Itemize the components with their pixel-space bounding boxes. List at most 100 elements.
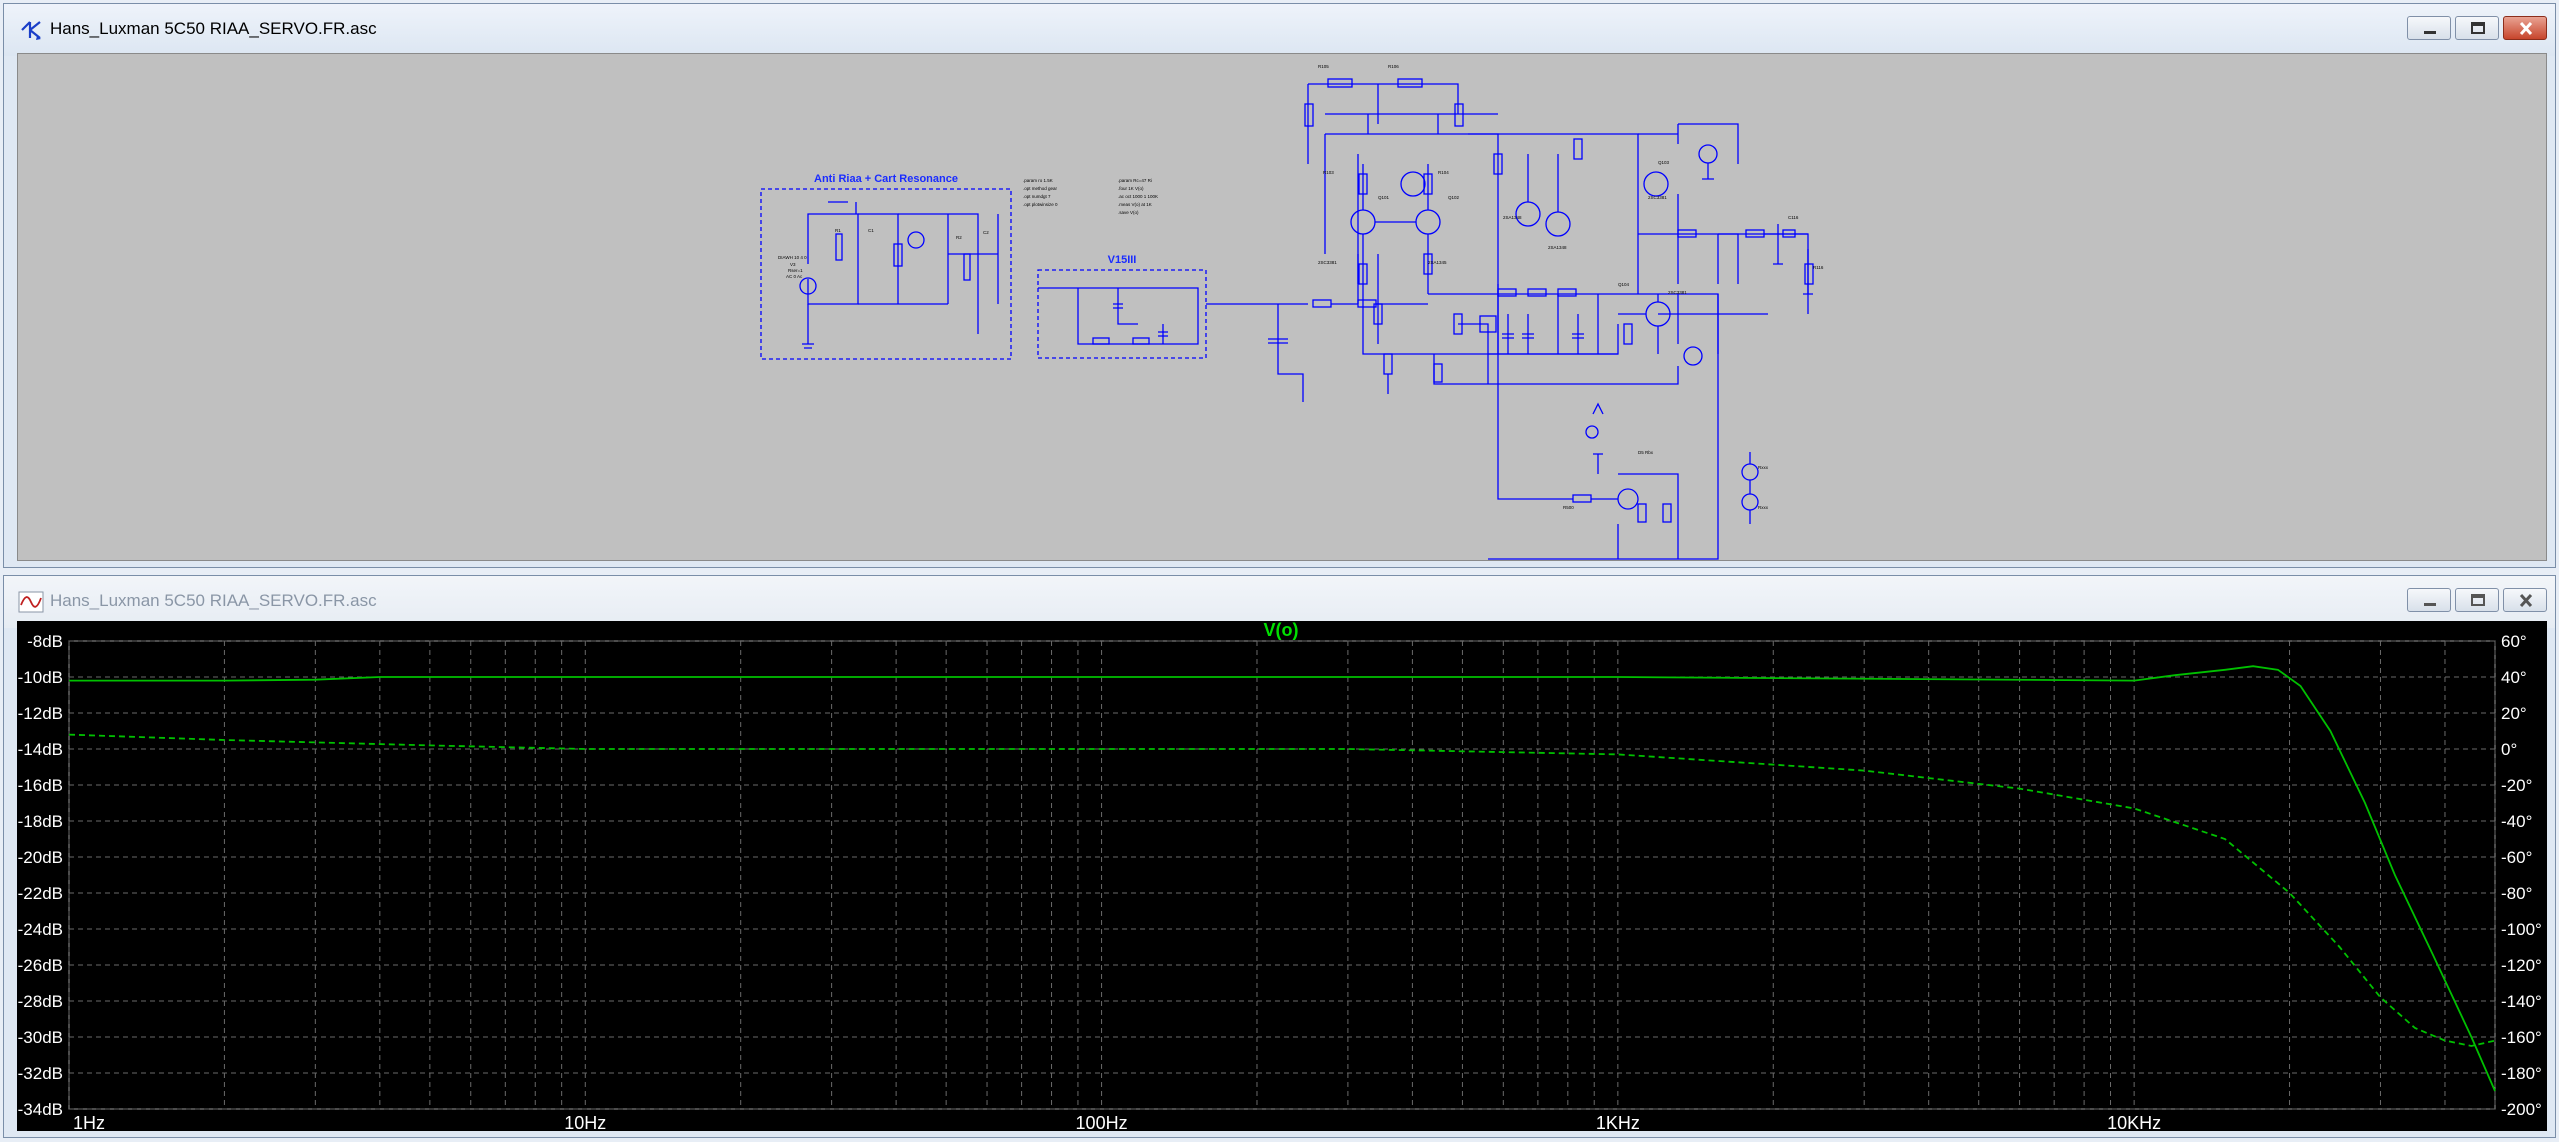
svg-text:Q104: Q104 — [1618, 282, 1630, 287]
waveform-icon — [18, 590, 44, 614]
y-left-tick-label: -10dB — [18, 668, 63, 687]
svg-text:.four 1K V(o): .four 1K V(o) — [1118, 186, 1144, 191]
svg-text:C2: C2 — [983, 230, 989, 235]
plot-window: Hans_Luxman 5C50 RIAA_SERVO.FR.asc -8dB-… — [3, 575, 2556, 1138]
y-left-tick-label: -20dB — [18, 848, 63, 867]
svg-text:Q101: Q101 — [1378, 195, 1390, 200]
v15iii-label: V15III — [1108, 254, 1137, 266]
maximize-button[interactable] — [2455, 588, 2499, 612]
y-left-tick-label: -12dB — [18, 704, 63, 723]
svg-text:.opt method gear: .opt method gear — [1023, 186, 1058, 191]
svg-text:D5 Rbx: D5 Rbx — [1638, 450, 1654, 455]
svg-text:DIAWH 10 4 0: DIAWH 10 4 0 — [778, 255, 807, 260]
svg-text:R104: R104 — [1438, 170, 1449, 175]
y-left-tick-label: -26dB — [18, 956, 63, 975]
svg-text:Q103: Q103 — [1658, 160, 1670, 165]
x-tick-label: 10Hz — [564, 1113, 606, 1131]
maximize-button[interactable] — [2455, 16, 2499, 40]
svg-text:Rser=1: Rser=1 — [788, 268, 803, 273]
schematic-window: Hans_Luxman 5C50 RIAA_SERVO.FR.asc — [3, 3, 2556, 568]
close-button[interactable] — [2503, 588, 2547, 612]
v15iii-block — [1037, 269, 1248, 359]
svg-text:2SA1348: 2SA1348 — [1548, 245, 1567, 250]
y-left-tick-label: -22dB — [18, 884, 63, 903]
y-right-tick-label: -120° — [2501, 956, 2542, 975]
amplifier-circuit — [1248, 78, 1814, 560]
schematic-canvas[interactable]: Anti Riaa + Cart Resonance DIAWH 10 4 0 V… — [17, 53, 2547, 561]
svg-text:.opt numdgt 7: .opt numdgt 7 — [1023, 194, 1051, 199]
plot-titlebar[interactable]: Hans_Luxman 5C50 RIAA_SERVO.FR.asc — [4, 576, 2555, 628]
phase-trace — [68, 733, 2496, 1047]
plot-series — [68, 665, 2496, 1092]
y-right-tick-label: -60° — [2501, 848, 2532, 867]
svg-text:R2: R2 — [956, 235, 962, 240]
plot-window-controls — [2407, 588, 2547, 612]
plot-frame — [68, 640, 2496, 1110]
close-button[interactable] — [2503, 16, 2547, 40]
minimize-button[interactable] — [2407, 16, 2451, 40]
svg-text:R106: R106 — [1388, 64, 1399, 69]
plot-window-title: Hans_Luxman 5C50 RIAA_SERVO.FR.asc — [50, 591, 377, 610]
y-right-tick-label: 20° — [2501, 704, 2527, 723]
svg-text:R105: R105 — [1318, 64, 1329, 69]
y-right-tick-label: -200° — [2501, 1100, 2542, 1119]
schematic-window-title: Hans_Luxman 5C50 RIAA_SERVO.FR.asc — [50, 19, 377, 38]
svg-text:C1: C1 — [868, 228, 874, 233]
svg-text:.save V(o): .save V(o) — [1118, 210, 1139, 215]
svg-text:.meas V(o) at 1K: .meas V(o) at 1K — [1118, 202, 1152, 207]
y-right-tick-label: -140° — [2501, 992, 2542, 1011]
plot-title: V(o) — [1264, 621, 1299, 640]
svg-text:R103: R103 — [1323, 170, 1334, 175]
y-right-tick-label: -40° — [2501, 812, 2532, 831]
svg-text:2SC3381: 2SC3381 — [1318, 260, 1337, 265]
schematic-icon — [18, 18, 44, 42]
svg-text:Q102: Q102 — [1448, 195, 1460, 200]
schematic-titlebar[interactable]: Hans_Luxman 5C50 RIAA_SERVO.FR.asc — [4, 4, 2555, 56]
y-right-tick-label: -20° — [2501, 776, 2532, 795]
svg-text:Rxxx: Rxxx — [1758, 465, 1769, 470]
svg-text:C116: C116 — [1788, 215, 1799, 220]
anti-riaa-label: Anti Riaa + Cart Resonance — [814, 173, 958, 185]
y-left-tick-label: -30dB — [18, 1028, 63, 1047]
svg-text:.opt plotwinsize 0: .opt plotwinsize 0 — [1023, 202, 1058, 207]
minimize-button[interactable] — [2407, 588, 2451, 612]
y-right-tick-label: -80° — [2501, 884, 2532, 903]
plot-area[interactable]: -8dB-10dB-12dB-14dB-16dB-18dB-20dB-22dB-… — [17, 621, 2547, 1131]
y-left-tick-label: -32dB — [18, 1064, 63, 1083]
svg-text:R1: R1 — [835, 228, 841, 233]
y-left-tick-label: -18dB — [18, 812, 63, 831]
y-right-tick-label: -160° — [2501, 1028, 2542, 1047]
schematic-window-controls — [2407, 16, 2547, 40]
x-tick-label: 1Hz — [73, 1113, 105, 1131]
svg-text:.param Rc=47 Ri: .param Rc=47 Ri — [1118, 178, 1152, 183]
bode-plot[interactable]: -8dB-10dB-12dB-14dB-16dB-18dB-20dB-22dB-… — [17, 621, 2547, 1131]
x-tick-label: 1KHz — [1596, 1113, 1640, 1131]
y-right-tick-label: 40° — [2501, 668, 2527, 687]
svg-text:AC 0 Ac: AC 0 Ac — [786, 274, 803, 279]
sim-directives: .param ro 1.5K .opt method gear .opt numdg… — [1023, 178, 1158, 215]
y-left-tick-label: -24dB — [18, 920, 63, 939]
close-icon — [2519, 21, 2533, 36]
magnitude-trace — [69, 665, 2496, 1092]
plot-tick-labels: -8dB-10dB-12dB-14dB-16dB-18dB-20dB-22dB-… — [18, 632, 2542, 1131]
y-left-tick-label: -34dB — [18, 1100, 63, 1119]
x-tick-label: 100Hz — [1076, 1113, 1128, 1131]
svg-text:2SA1348: 2SA1348 — [1503, 215, 1522, 220]
y-left-tick-label: -14dB — [18, 740, 63, 759]
y-right-tick-label: -180° — [2501, 1064, 2542, 1083]
maximize-icon — [2471, 22, 2485, 34]
svg-text:R500: R500 — [1563, 505, 1574, 510]
y-left-tick-label: -16dB — [18, 776, 63, 795]
svg-text:2SA1345: 2SA1345 — [1428, 260, 1447, 265]
y-right-tick-label: -100° — [2501, 920, 2542, 939]
svg-text:.ac oct 1000 1 100K: .ac oct 1000 1 100K — [1118, 194, 1158, 199]
svg-text:V3: V3 — [790, 262, 796, 267]
svg-text:Rxxx: Rxxx — [1758, 505, 1769, 510]
svg-text:.param ro 1.5K: .param ro 1.5K — [1023, 178, 1053, 183]
y-right-tick-label: 60° — [2501, 632, 2527, 651]
svg-text:2SC3381: 2SC3381 — [1668, 290, 1687, 295]
anti-riaa-block — [760, 188, 1012, 360]
maximize-icon — [2471, 594, 2485, 606]
